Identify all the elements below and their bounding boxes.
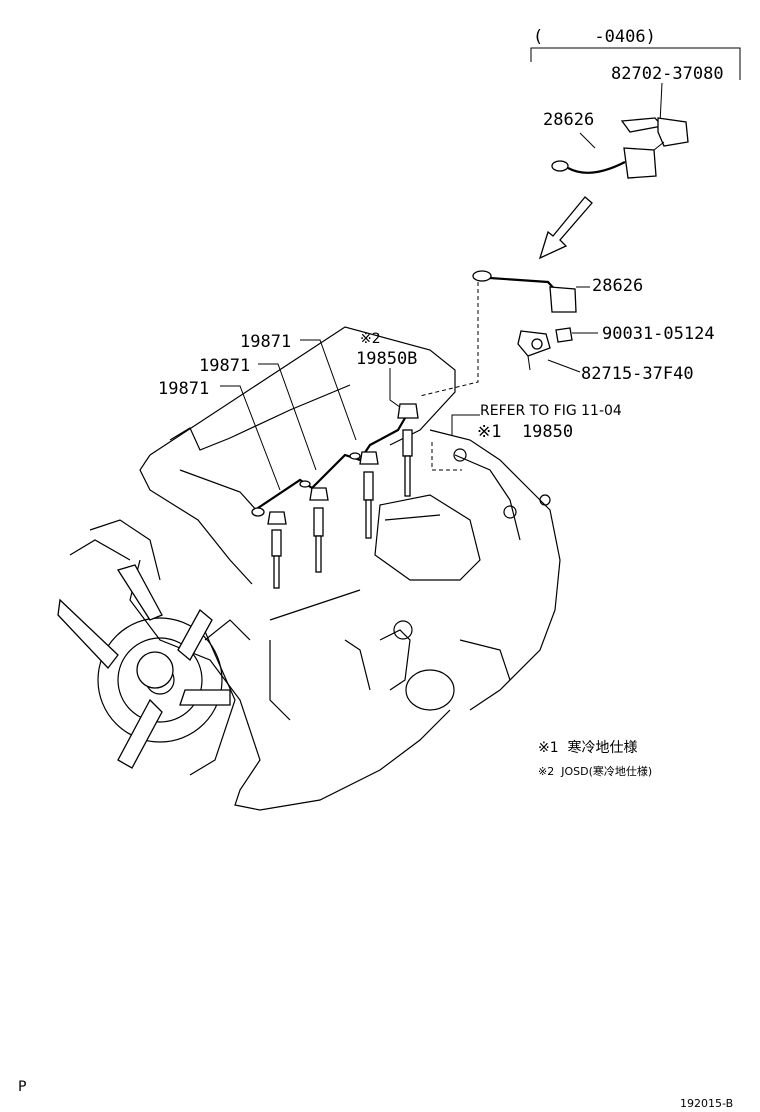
date-range-label: ( -0406) <box>533 27 656 47</box>
refer-to-fig-label[interactable]: REFER TO FIG 11-04 <box>480 403 622 419</box>
note-2-label: ※2 JOSD(寒冷地仕様) <box>538 764 652 778</box>
note-1-label: ※1 寒冷地仕様 <box>538 739 638 756</box>
leaders-19871 <box>220 339 357 491</box>
date-range-bracket <box>530 47 741 80</box>
part-19871-b-label[interactable]: 19871 <box>199 356 250 376</box>
figure-number-label: 192015-B <box>680 1097 733 1110</box>
down-left-arrow-icon <box>538 196 593 260</box>
part-28626-top-label[interactable]: 28626 <box>543 110 594 130</box>
part-19850-label[interactable]: ※1 19850 <box>477 422 573 442</box>
part-90031-05124-label[interactable]: 90031-05124 <box>602 324 715 344</box>
footer-left-label: P <box>18 1079 26 1095</box>
part-19871-a-label[interactable]: 19871 <box>240 332 291 352</box>
sensor-bracket-assembly-illustration <box>551 82 689 179</box>
glow-plug-illustration <box>267 403 419 589</box>
part-19850B-label[interactable]: 19850B <box>356 349 417 369</box>
cooling-fan-illustration <box>57 564 231 769</box>
leader-19850 <box>451 414 480 436</box>
part-82715-37F40-label[interactable]: 82715-37F40 <box>581 364 694 384</box>
wire-harness-illustration <box>251 417 406 517</box>
engine-block-illustration <box>69 326 561 811</box>
dashed-leaders <box>419 282 479 471</box>
part-19871-c-label[interactable]: 19871 <box>158 379 209 399</box>
cam-position-sensor-illustration <box>472 270 598 373</box>
part-82702-37080-label[interactable]: 82702-37080 <box>611 64 724 84</box>
part-28626-mid-label[interactable]: 28626 <box>592 276 643 296</box>
